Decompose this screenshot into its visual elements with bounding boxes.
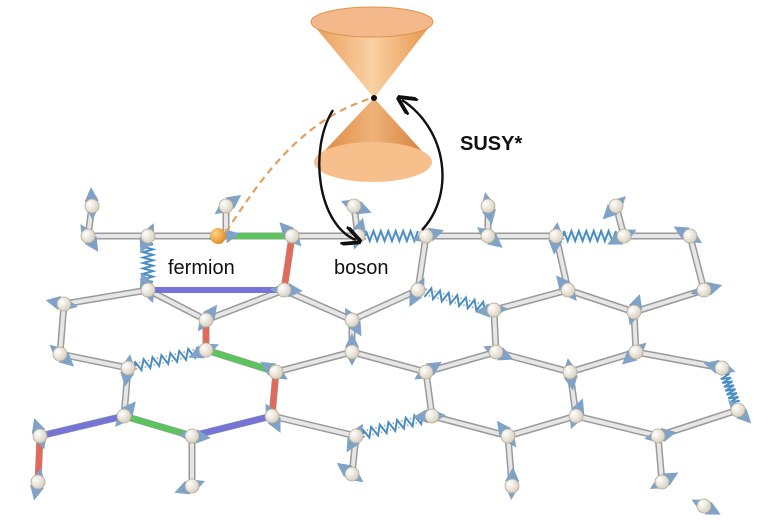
bond [58,352,130,370]
bond [492,288,570,312]
lattice-site [218,198,234,214]
lattice-site [562,364,578,380]
lattice-site [344,312,360,328]
boson-spring [133,346,199,373]
lattice-site [682,228,698,244]
colored-bond [203,347,279,375]
lattice-site [268,364,284,380]
lattice-site [500,428,516,444]
boson-spring [563,228,617,244]
bond [274,350,354,374]
lattice-site [120,360,136,376]
boson-label: boson [334,257,389,279]
lattice-site [30,474,46,490]
bond [350,350,428,374]
lattice-site [696,498,712,514]
bond [506,414,578,438]
bond [656,408,740,438]
lattice-sites [30,198,746,514]
lattice-site [650,428,666,444]
spin-arrow-icon [224,228,240,244]
lattice-site [140,228,156,244]
lattice-site [84,198,100,214]
fermion-dot [210,228,226,244]
lattice-site [32,428,48,444]
lattice-site [184,478,200,494]
lattice-site [696,282,712,298]
lattice-site [140,282,156,298]
bond [424,350,498,374]
bond [430,414,510,438]
lattice-site [116,408,132,424]
bond [574,414,660,438]
lattice-site [424,408,440,424]
bond [688,234,706,292]
lattice-site [616,228,632,244]
boson-spring [720,372,740,404]
lattice-site [418,228,434,244]
lattice-site [52,346,68,362]
bond [494,350,572,374]
lattice-site [730,402,746,418]
colored-bond [121,413,195,439]
bond [282,288,354,322]
colored-bond [189,413,275,439]
bond [146,288,208,322]
lattice-site [654,474,670,490]
lattice-site [628,344,644,360]
lattice-site [80,228,96,244]
lattice-site [486,302,502,318]
fermion-label: fermion [168,257,235,279]
rotation-arrow-left [318,109,356,240]
lattice-site [56,296,72,312]
lattice-site [264,408,280,424]
lattice-site [346,198,362,214]
bond [204,288,286,322]
boson-spring [365,228,419,244]
lattice-site [504,478,520,494]
bond [270,414,358,438]
bond [656,434,664,484]
susy-label: SUSY* [460,133,522,155]
lattice-site [568,408,584,424]
bond [62,288,150,306]
bond [350,288,420,322]
lattice-site [480,198,496,214]
lattice-site [276,282,292,298]
lattice-site [548,228,564,244]
lattice-site [198,342,214,358]
dashed-link-line [225,96,373,233]
lattice-site [344,344,360,360]
lattice-site [418,364,434,380]
bond [566,288,636,314]
lattice-site [480,228,496,244]
lattice-site [344,466,360,482]
colored-bond [281,233,295,293]
colored-bond [37,413,127,439]
dirac-cone-icon [310,6,434,182]
lattice-site [410,282,426,298]
lattice-site [626,304,642,320]
lattice-site [348,428,364,444]
lattice-site [350,228,366,244]
lattice-site [184,428,200,444]
lattice-site [488,344,504,360]
lattice-site [198,312,214,328]
lattice-site [560,282,576,298]
lattice-site [284,228,300,244]
lattice-site [714,360,730,376]
rotation-arrow-right [402,100,444,231]
lattice-site [608,198,624,214]
